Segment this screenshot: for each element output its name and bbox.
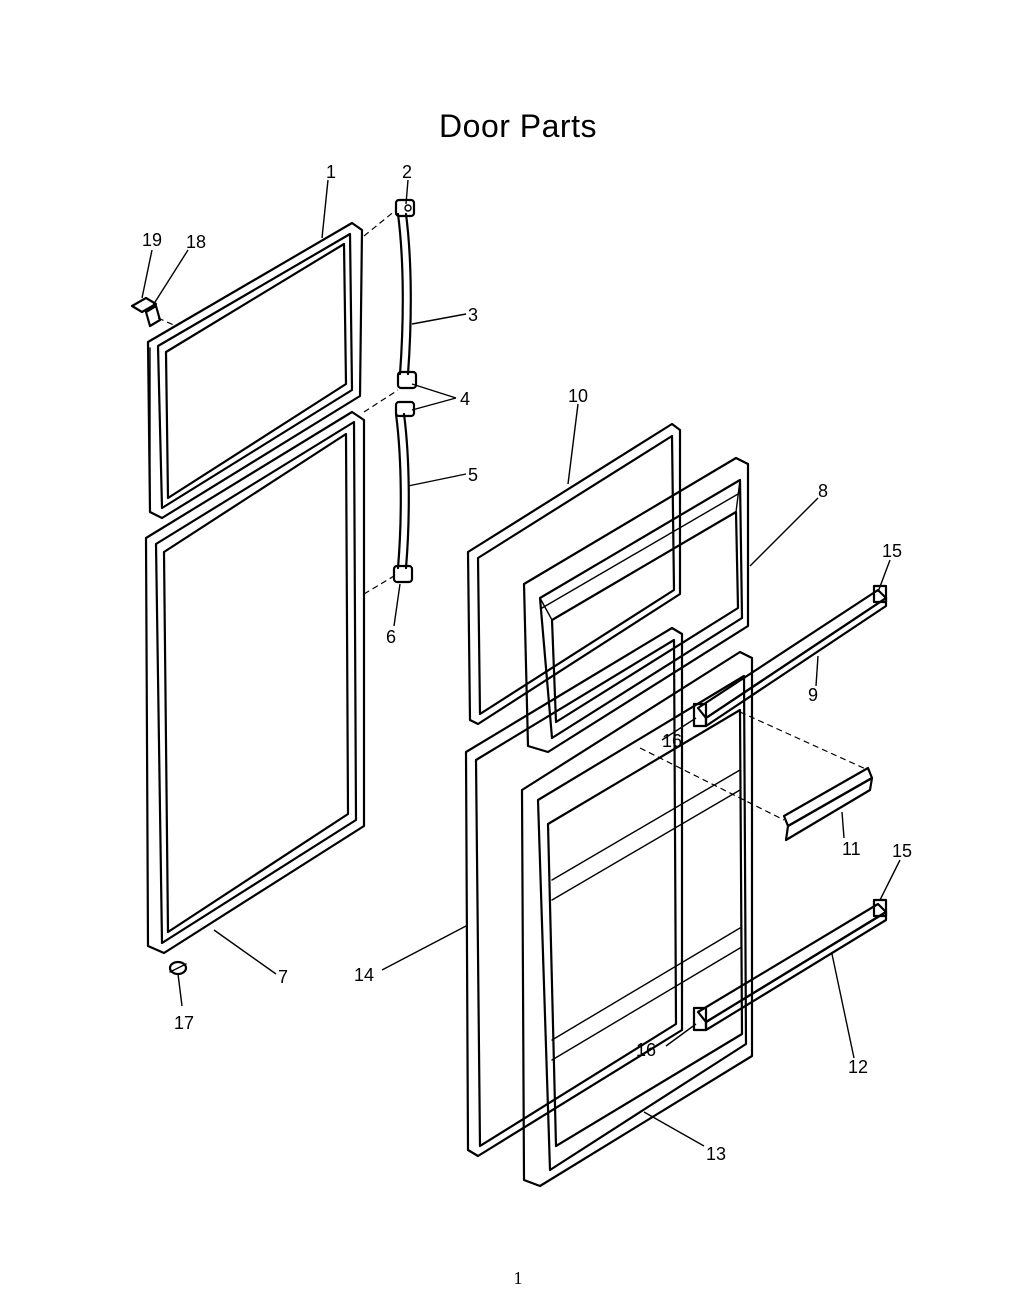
callout-1: 1 — [326, 162, 336, 182]
callout-8: 8 — [818, 481, 828, 501]
part-8-upper-door-liner — [522, 456, 750, 754]
callout-4: 4 — [460, 389, 470, 409]
callout-12: 12 — [848, 1057, 868, 1077]
part-9-upper-door-rail — [692, 584, 888, 728]
part-5-lower-hinge-trim — [394, 412, 410, 570]
part-13-lower-door-liner — [520, 650, 754, 1188]
callout-14: 14 — [354, 965, 374, 985]
part-14-lower-door-gasket — [464, 626, 684, 1158]
page-number: 1 — [513, 1268, 523, 1288]
callout-leaders — [141, 179, 901, 1147]
part-6-bottom-hinge-bracket — [392, 564, 414, 584]
callout-10: 10 — [568, 386, 588, 406]
part-12-lower-door-rail — [692, 898, 888, 1032]
callout-16-lower: 16 — [636, 1040, 656, 1060]
callout-7: 7 — [278, 967, 288, 987]
callout-18: 18 — [186, 232, 206, 252]
page-title: Door Parts — [439, 108, 597, 144]
part-17-bottom-hinge — [168, 960, 188, 976]
part-10-upper-door-gasket — [466, 422, 682, 726]
part-7-fresh-food-door — [144, 410, 366, 955]
callout-13: 13 — [706, 1144, 726, 1164]
callout-11: 11 — [842, 839, 861, 859]
callout-17: 17 — [174, 1013, 194, 1033]
callout-15-upper: 15 — [882, 541, 902, 561]
part-1-freezer-door — [146, 221, 364, 520]
callout-16-upper: 16 — [662, 731, 682, 751]
callout-19: 19 — [142, 230, 162, 250]
part-3-upper-hinge-trim — [396, 212, 412, 376]
callout-5: 5 — [468, 465, 478, 485]
part-2-top-hinge-bracket — [394, 198, 416, 218]
callout-3: 3 — [468, 305, 478, 325]
part-18-19-top-hinge-pin — [130, 296, 177, 328]
callout-15-lower: 15 — [892, 841, 912, 861]
callout-2: 2 — [402, 162, 412, 182]
part-11-door-shelf-bar — [639, 711, 874, 842]
callout-6: 6 — [386, 627, 396, 647]
callout-9: 9 — [808, 685, 818, 705]
